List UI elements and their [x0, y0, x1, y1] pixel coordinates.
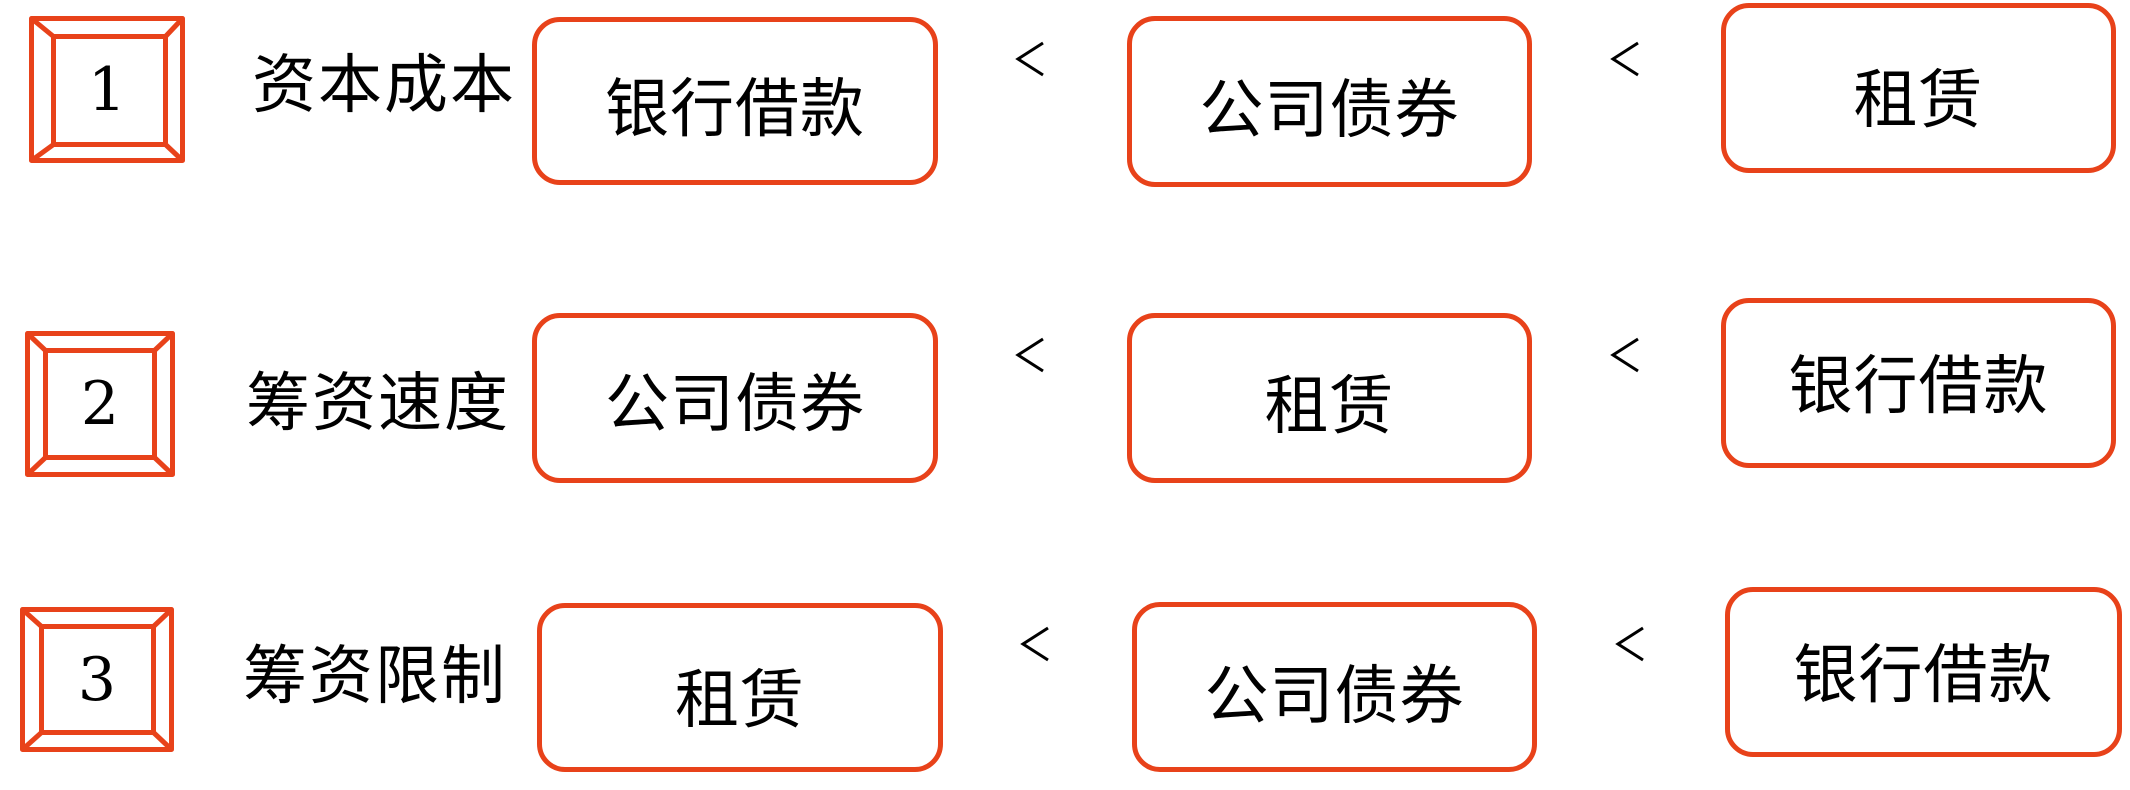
option-box: 租赁 [1127, 313, 1532, 483]
option-label: 租赁 [675, 663, 805, 738]
row-label-financing-restrictions: 筹资限制 [243, 640, 507, 714]
row-label-financing-speed: 筹资速度 [246, 367, 510, 441]
option-box: 公司债券 [1127, 16, 1532, 187]
option-box: 租赁 [1721, 3, 2116, 173]
option-box: 银行借款 [1725, 587, 2122, 757]
option-label: 公司债券 [1199, 73, 1460, 148]
option-label: 公司债券 [1204, 660, 1465, 734]
option-label: 银行借款 [605, 73, 865, 147]
frame-icon [29, 16, 185, 163]
less-than-icon [1610, 41, 1639, 77]
option-label: 租赁 [1853, 64, 1984, 138]
frame-icon [20, 607, 174, 752]
frame-icon [25, 331, 175, 477]
option-box: 银行借款 [1721, 298, 2116, 468]
option-label: 银行借款 [1793, 639, 2054, 713]
option-box: 租赁 [537, 603, 943, 772]
option-box: 公司债券 [1132, 602, 1537, 772]
option-box: 公司债券 [532, 313, 938, 483]
less-than-icon [1615, 626, 1644, 662]
less-than-icon [1610, 337, 1639, 373]
less-than-icon [1020, 626, 1049, 662]
row-number: 1 [87, 54, 127, 125]
row-number: 3 [77, 644, 117, 715]
less-than-icon [1015, 41, 1044, 77]
option-box: 银行借款 [532, 17, 938, 185]
row-number: 2 [80, 369, 120, 439]
option-label: 租赁 [1264, 370, 1395, 444]
option-label: 公司债券 [605, 368, 865, 442]
number-badge-icon: 3 [20, 607, 174, 752]
row-label-capital-cost: 资本成本 [252, 49, 516, 123]
number-badge-icon: 2 [25, 331, 175, 477]
option-label: 银行借款 [1788, 350, 2049, 424]
less-than-icon [1015, 337, 1044, 373]
number-badge-icon: 1 [29, 16, 185, 163]
